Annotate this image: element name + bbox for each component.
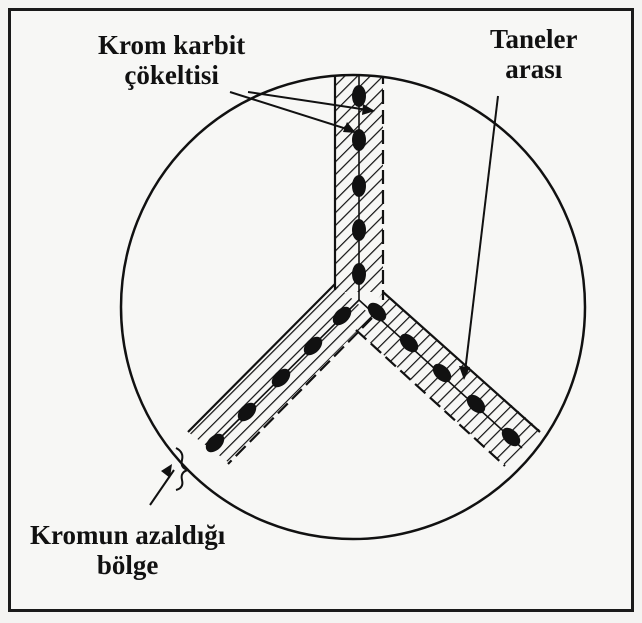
carbide-particle xyxy=(237,402,257,422)
depleted-zone-label: Kromun azaldığı bölge xyxy=(30,520,225,580)
carbide-particle xyxy=(332,306,352,326)
carbide-particle xyxy=(303,336,323,356)
depleted-zone-label-line-2: bölge xyxy=(96,550,159,580)
carbide-particle xyxy=(367,302,387,322)
carbide-label-line-1: Krom karbit xyxy=(98,30,246,60)
carbide-particle xyxy=(352,129,366,151)
carbide-precipitates xyxy=(205,85,521,453)
carbide-particle xyxy=(271,368,291,388)
carbide-particle xyxy=(205,433,225,453)
grain-boundary-label-line-2: arası xyxy=(505,54,563,84)
carbide-particle xyxy=(466,394,486,414)
depleted-zone-label-line-1: Kromun azaldığı xyxy=(30,520,226,550)
carbide-label: Krom karbit çökeltisi xyxy=(98,30,245,90)
carbide-particle xyxy=(352,85,366,107)
carbide-particle xyxy=(352,263,366,285)
leader-lines xyxy=(149,91,499,506)
carbide-particle xyxy=(501,427,521,447)
grain-boundary-label: Taneler arası xyxy=(490,24,578,84)
carbide-particle xyxy=(432,363,452,383)
carbide-particle xyxy=(352,219,366,241)
carbide-particle xyxy=(399,333,419,353)
grain-boundary-label-line-1: Taneler xyxy=(490,24,578,54)
carbide-label-line-2: çökeltisi xyxy=(124,60,219,90)
carbide-particle xyxy=(352,175,366,197)
